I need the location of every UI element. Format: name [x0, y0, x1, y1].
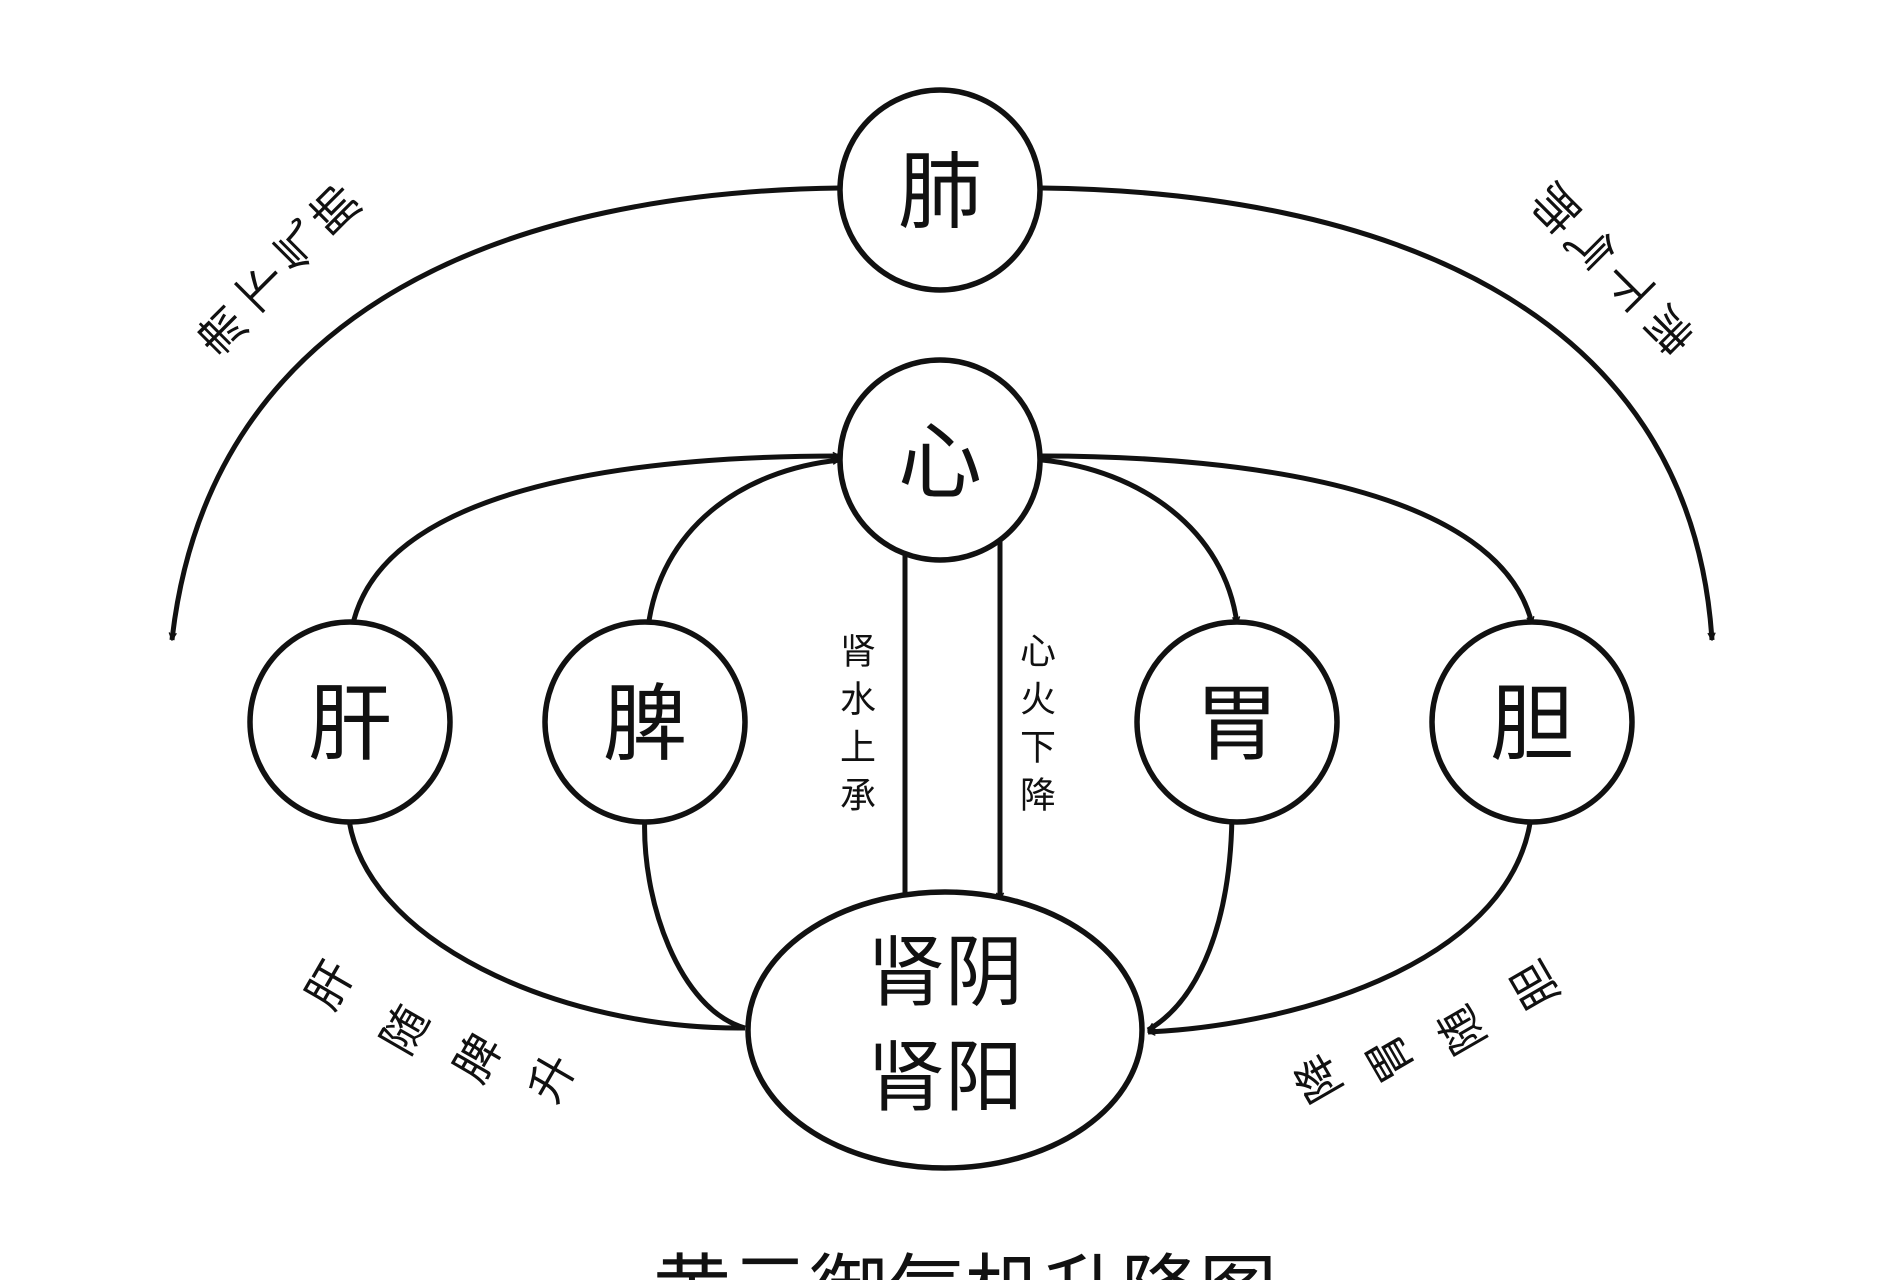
node-lung-label: 肺 — [898, 143, 982, 241]
node-stomach-label: 胃 — [1195, 675, 1279, 773]
node-spleen-label: 脾 — [603, 675, 687, 773]
node-kidney-yang-label: 肾阳 — [867, 1033, 1023, 1123]
node-stomach: 胃 — [1134, 619, 1340, 825]
path-label-liver-rise-char: 肝 — [295, 952, 365, 1019]
path-label-liver-rise-char: 随 — [370, 997, 440, 1064]
path-label-kidney-up-char: 上 — [840, 728, 876, 769]
path-label-heart-down-char: 下 — [1020, 728, 1056, 769]
edge-spleen-heart — [645, 460, 840, 629]
node-lung: 肺 — [837, 87, 1043, 293]
path-label-liver-rise-char: 脾 — [443, 1025, 513, 1092]
edge-kidney-liver — [348, 812, 746, 1031]
node-spleen: 脾 — [542, 619, 748, 825]
path-label-gallbladder-descend-char: 胃 — [1355, 1025, 1425, 1092]
path-label-heart-down-char: 降 — [1020, 776, 1056, 817]
edge-gallbladder-kidney — [1148, 807, 1535, 1032]
path-label-kidney-up-char: 肾 — [840, 632, 876, 673]
node-heart: 心 — [837, 357, 1043, 563]
path-label-heart-down-char: 火 — [1020, 680, 1056, 721]
edge-heart-gallbladder — [1041, 453, 1532, 624]
node-heart-label: 心 — [898, 413, 982, 511]
path-label-liver-rise-char: 升 — [517, 1045, 587, 1112]
node-liver: 肝 — [247, 619, 453, 825]
node-kidney-yin-label: 肾阴 — [867, 928, 1023, 1018]
edge-lung-right — [1041, 185, 1712, 640]
path-label-gallbladder-descend-char: 胆 — [1500, 952, 1570, 1019]
node-gallbladder: 胆 — [1429, 619, 1635, 825]
diagram-title: 黄元御气机升降图 — [653, 1247, 1277, 1280]
edge-liver-heart — [349, 456, 840, 629]
node-gallbladder-label: 胆 — [1490, 675, 1574, 773]
edge-heart-stomach — [1041, 457, 1237, 624]
node-kidney: 肾阴 肾阳 — [745, 889, 1145, 1171]
path-label-gallbladder-descend-char: 降 — [1283, 1045, 1353, 1112]
path-label-heart-down-char: 心 — [1020, 632, 1056, 673]
path-label-kidney-up-char: 承 — [840, 776, 876, 817]
node-liver-label: 肝 — [308, 675, 392, 773]
edge-kidney-spleen — [645, 812, 746, 1031]
path-label-gallbladder-descend-char: 随 — [1427, 997, 1497, 1064]
edge-stomach-kidney — [1148, 807, 1235, 1033]
path-label-kidney-up-char: 水 — [840, 680, 876, 721]
edge-lung-left — [172, 185, 841, 640]
